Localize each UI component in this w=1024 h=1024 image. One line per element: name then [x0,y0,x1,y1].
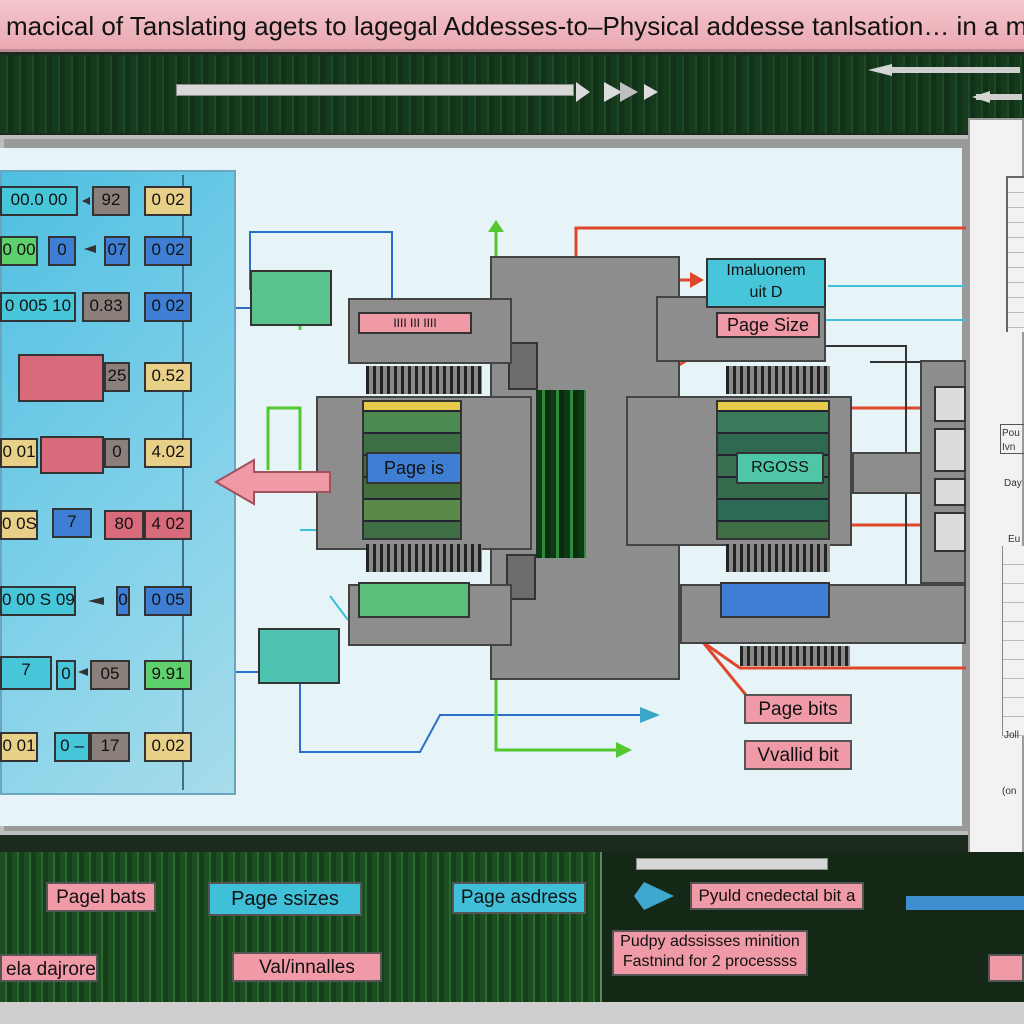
pagel-bats-label[interactable]: Pagel bats [46,882,156,912]
doc-text: Ivn [1002,442,1016,453]
connector-port [508,342,538,390]
left-arrow-icon [214,458,331,506]
divider [600,852,602,1002]
doc-text: (on [1002,786,1017,797]
ela-dajrores-label[interactable]: ela dajrores [0,954,98,982]
register-row [364,412,460,434]
document-lines [1002,546,1024,736]
side-connector-block [852,452,922,494]
entry-offset-chip: 07 [104,236,130,266]
port-slot [934,386,966,422]
page-size-label: Page Size [716,312,820,338]
doc-text: Day [1004,478,1022,489]
pin-strip [366,366,482,394]
central-bus-lines [536,390,586,558]
entry-flag-chip: 0 [56,660,76,690]
val-innalles-label[interactable]: Val/innalles [232,952,382,982]
entry-value-chip: 0 02 [144,186,192,216]
entry-frame-chip: 0 00 S 09 [0,586,76,616]
page-table-bus [182,175,184,790]
page-title: macical of Tanslating agets to lagegal A… [0,0,1024,52]
memory-unit-label: Imaluonem uit D [706,258,826,308]
pyuld-label[interactable]: Pyuld cnedectal bit a [690,882,864,910]
blue-register [720,582,830,618]
pin-strip [726,544,830,572]
entry-offset-chip: 25 [104,362,130,392]
entry-value-chip: 0 02 [144,236,192,266]
entry-frame-chip: 7 [0,656,52,690]
entry-frame-chip: 0 01 [0,732,38,762]
valid-bit-label: Vvallid bit [744,740,852,770]
entry-flag-chip: 0 – [54,732,90,762]
bottom-legend-dark [602,852,1024,1002]
forward-arrows-icon[interactable] [574,78,664,106]
input-register-box [258,628,340,684]
bottom-scrollbar[interactable] [636,858,828,870]
entry-flag-chip: 7 [52,508,92,538]
entry-frame-chip: 0 005 10 [0,292,76,322]
pudpy-line2: Fastnind for 2 processss [622,953,798,970]
input-register-box [250,270,332,326]
pin-strip [366,544,482,572]
page-table-panel [0,170,236,795]
entry-frame-chip: 0 0S [0,510,38,540]
pin-strip [726,366,830,394]
entry-value-chip: 9.91 [144,660,192,690]
page-asdress-label[interactable]: Page asdress [452,882,586,914]
entry-offset-chip: 17 [90,732,130,762]
doc-text: Pou [1002,428,1020,439]
register-row [364,500,460,522]
entry-value-chip: 0.52 [144,362,192,392]
entry-value-chip: 0 02 [144,292,192,322]
mmu-label: IIII III IIII [358,312,472,334]
doc-text: Eu [1008,534,1021,545]
entry-pink-block [40,436,104,474]
port-slot [934,512,966,552]
port-slot [934,428,966,472]
memory-unit-line1: Imaluonem [726,262,806,279]
entry-value-chip: 4 02 [144,510,192,540]
rgoss-label: RGOSS [736,452,824,484]
entry-flag-chip: 0 [116,586,130,616]
entry-flag-chip: 0 [48,236,76,266]
pink-tab[interactable] [988,954,1024,982]
doc-text: Joll [1004,730,1020,741]
entry-value-chip: 0.02 [144,732,192,762]
entry-value-chip: 4.02 [144,438,192,468]
register-row [718,402,828,412]
green-register [358,582,470,618]
document-table [1006,176,1024,332]
register-row [364,402,460,412]
register-row [718,500,828,522]
back-arrows-icon[interactable] [866,60,1024,106]
entry-frame-chip: 00.0 00 [0,186,78,216]
memory-unit-line2: uit D [749,284,783,301]
entry-offset-chip: 05 [90,660,130,690]
page-ssizes-label[interactable]: Page ssizes [208,882,362,916]
entry-offset-chip: 80 [104,510,144,540]
entry-frame-chip: 0 00 [0,236,38,266]
page-bits-label: Page bits [744,694,852,724]
port-slot [934,478,966,506]
horizontal-scrollbar[interactable] [176,84,574,96]
bottom-status-strip [0,1002,1024,1024]
entry-offset-chip: 92 [92,186,130,216]
pudpy-label[interactable]: Pudpy adssisses minition Fastnind for 2 … [612,930,808,976]
entry-value-chip: 0 05 [144,586,192,616]
entry-offset-chip: 0 [104,438,130,468]
doc-box [1000,424,1024,454]
entry-frame-block [18,354,104,402]
entry-offset-chip: 0.83 [82,292,130,322]
register-row [718,412,828,434]
page-is-label: Page is [366,452,462,484]
entry-frame-chip: 0 01 [0,438,38,468]
pin-strip [740,646,850,666]
pudpy-line1: Pudpy adssisses minition [620,933,800,950]
blue-progress-bar [906,896,1024,910]
play-icon[interactable] [632,880,678,912]
